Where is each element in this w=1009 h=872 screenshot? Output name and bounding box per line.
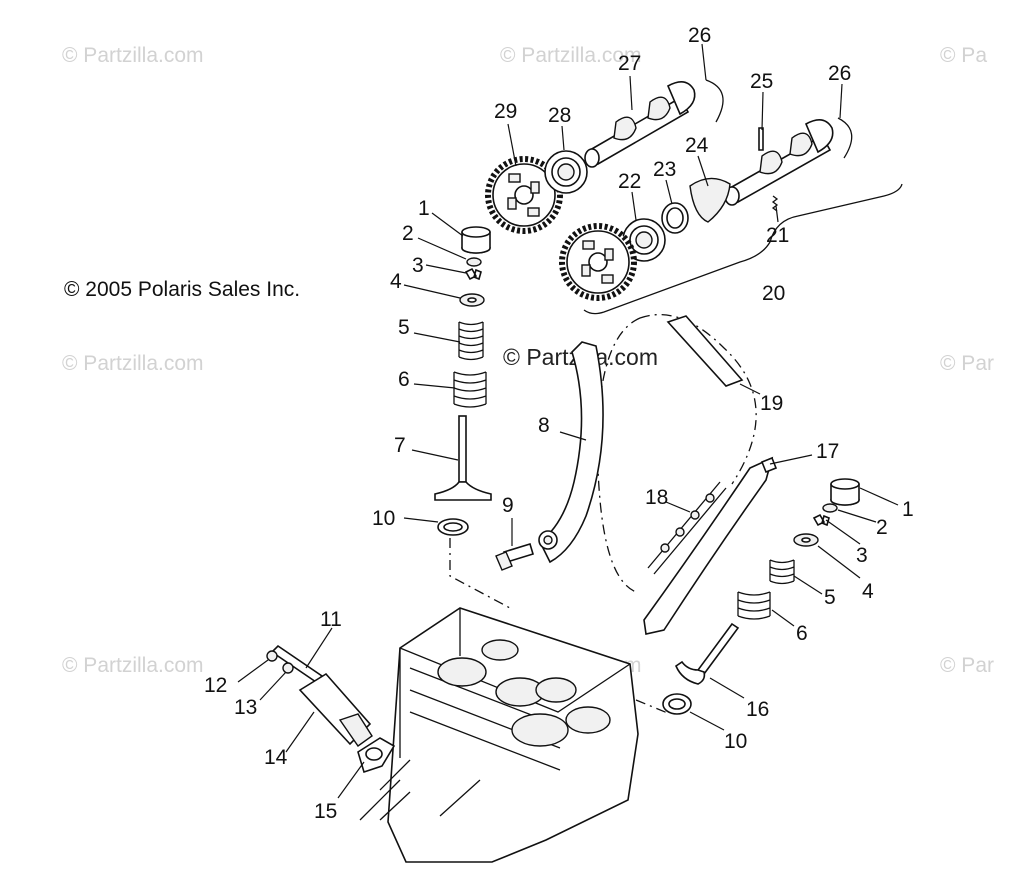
- callout-11: 11: [320, 608, 342, 631]
- callout-labels: 1 2 3 4 5 6 7 10 9 8 19 17 18 1 2 3 4 5 …: [204, 24, 914, 823]
- cam-sprocket-icon: [559, 223, 637, 301]
- callout-7: 7: [394, 434, 406, 457]
- callout-10-left: 10: [372, 507, 395, 530]
- washer-icon: [282, 662, 294, 674]
- tensioner-blade-icon: [643, 456, 774, 635]
- assembly-bracket: [583, 183, 903, 315]
- watermark: © Partzilla.com: [500, 44, 642, 67]
- callout-23: 23: [653, 158, 676, 181]
- watermark: © Par: [940, 654, 994, 677]
- valve-icon: [434, 415, 492, 501]
- callout-2-right: 2: [876, 516, 888, 539]
- callout-6-left: 6: [398, 368, 410, 391]
- callout-25: 25: [750, 70, 773, 93]
- valve-bucket-icon: [461, 226, 491, 254]
- callout-5-right: 5: [824, 586, 836, 609]
- callout-26-top: 26: [688, 24, 711, 47]
- timing-chain-area: [495, 314, 778, 635]
- callout-4-left: 4: [390, 270, 402, 293]
- watermark: © Par: [940, 352, 994, 375]
- callout-24: 24: [685, 134, 709, 157]
- cam-sprocket-icon: [485, 156, 563, 234]
- callout-3-left: 3: [412, 254, 424, 277]
- spring-retainer-icon: [793, 533, 819, 547]
- callout-27: 27: [618, 52, 641, 75]
- callout-17: 17: [816, 440, 839, 463]
- valve-assembly-right: [662, 478, 860, 715]
- cylinder-head-icon: [359, 538, 671, 863]
- blade-bolt-icon: [760, 456, 778, 474]
- chain-tensioner-assembly: [266, 644, 396, 774]
- cam-bearing-icon: [544, 150, 588, 194]
- callout-4-right: 4: [862, 580, 874, 603]
- seal-locator-line: [449, 538, 511, 609]
- callout-6-right: 6: [796, 622, 808, 645]
- valve-bucket-icon: [830, 478, 860, 506]
- keeper-icon: [464, 267, 482, 281]
- callout-3-right: 3: [856, 544, 868, 567]
- outer-spring-icon: [453, 371, 487, 408]
- camshaft-assembly: [485, 79, 903, 315]
- shim-icon: [822, 503, 838, 513]
- chain-guide-icon: [538, 341, 604, 564]
- inner-spring-icon: [769, 559, 795, 585]
- callout-26-right: 26: [828, 62, 851, 85]
- callout-14: 14: [264, 746, 288, 769]
- callout-18: 18: [645, 486, 668, 509]
- callout-9: 9: [502, 494, 514, 517]
- callout-15: 15: [314, 800, 337, 823]
- valve-seal-icon: [662, 693, 692, 715]
- callout-12: 12: [204, 674, 227, 697]
- callout-1-left: 1: [418, 197, 430, 220]
- camshaft-upper-icon: [584, 81, 696, 168]
- callout-5-left: 5: [398, 316, 410, 339]
- valve-assembly-left: [434, 226, 492, 536]
- retaining-clip-icon: [837, 117, 853, 159]
- callout-10-right: 10: [724, 730, 747, 753]
- upper-chain-guide-icon: [666, 315, 744, 387]
- watermark: © Pa: [940, 44, 987, 67]
- valve-seal-icon: [437, 518, 469, 536]
- tensioner-body-icon: [298, 672, 373, 747]
- callout-16: 16: [746, 698, 769, 721]
- callout-19: 19: [760, 392, 783, 415]
- camshaft-lower-icon: [724, 119, 834, 206]
- washer-icon: [266, 650, 278, 662]
- decompressor-icon: [689, 177, 731, 223]
- watermark: © Partzilla.com: [62, 654, 204, 677]
- shim-icon: [466, 257, 482, 267]
- retaining-clip-icon: [705, 79, 724, 123]
- callout-20: 20: [762, 282, 785, 305]
- dowel-pin-icon: [758, 127, 764, 151]
- callout-8: 8: [538, 414, 550, 437]
- bushing-icon: [661, 202, 689, 234]
- callout-1-right: 1: [902, 498, 914, 521]
- inner-spring-icon: [458, 321, 484, 361]
- valve-icon: [675, 622, 740, 685]
- seal-locator-line: [635, 699, 671, 715]
- keeper-icon: [812, 513, 830, 527]
- callout-29: 29: [494, 100, 517, 123]
- tensioner-bolt-icon: [270, 644, 324, 684]
- tensioner-gasket-icon: [357, 737, 396, 774]
- spring-retainer-icon: [459, 293, 485, 307]
- watermark: © Partzilla.com: [62, 352, 204, 375]
- copyright-text: © 2005 Polaris Sales Inc.: [64, 278, 300, 301]
- watermark: © Partzilla.com: [62, 44, 204, 67]
- callout-2-left: 2: [402, 222, 414, 245]
- callout-28: 28: [548, 104, 571, 127]
- pivot-bolt-icon: [495, 542, 534, 571]
- callout-13: 13: [234, 696, 257, 719]
- outer-spring-icon: [737, 591, 771, 620]
- small-spring-icon: [771, 195, 779, 212]
- callout-22: 22: [618, 170, 641, 193]
- callout-21: 21: [766, 224, 789, 247]
- leader-lines: [237, 43, 899, 799]
